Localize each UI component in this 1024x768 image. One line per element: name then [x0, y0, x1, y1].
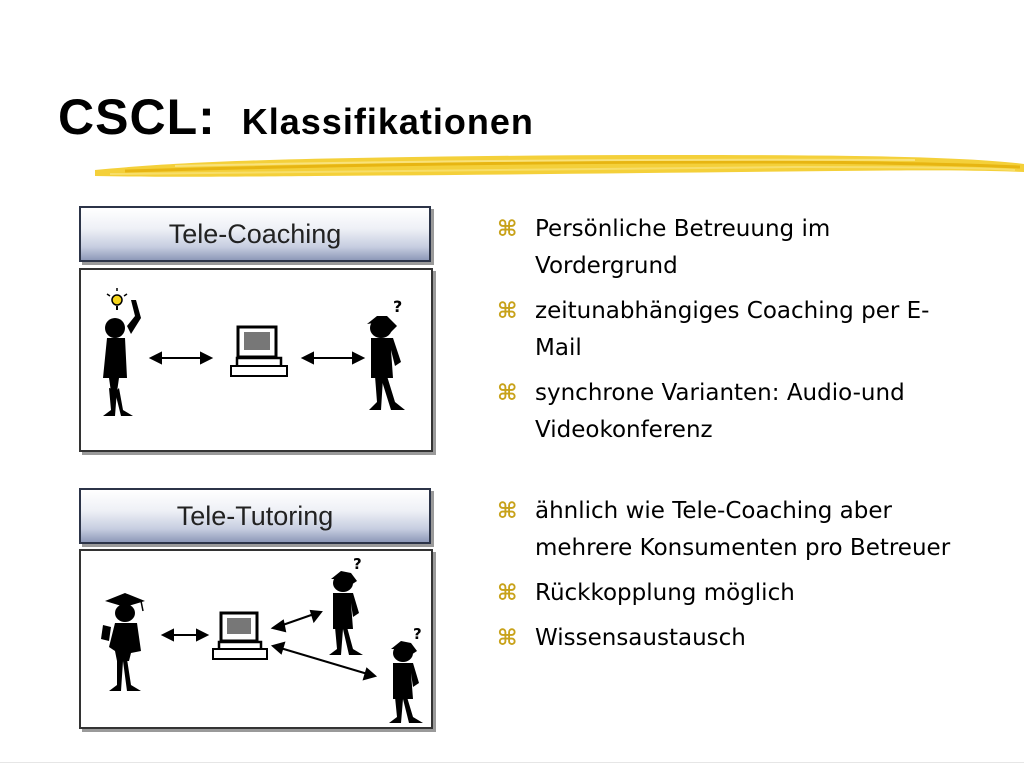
- graduation-cap-icon: [105, 593, 145, 612]
- svg-text:?: ?: [393, 297, 402, 316]
- bullet-list-tele-coaching: ⌘ Persönliche Betreuung im Vordergrund ⌘…: [497, 211, 967, 457]
- person-coach-figure: [103, 300, 141, 416]
- tele-coaching-illustration: ?: [103, 288, 405, 416]
- bullet-text: ähnlich wie Tele-Coaching aber mehrere K…: [535, 498, 951, 561]
- list-item: ⌘ synchrone Varianten: Audio-und Videoko…: [497, 375, 967, 449]
- bullet-mark-icon: ⌘: [497, 499, 518, 524]
- bullet-mark-icon: ⌘: [497, 581, 518, 606]
- person-learner-figure: [367, 316, 405, 410]
- bullet-mark-icon: ⌘: [497, 299, 518, 324]
- title-main: CSCL:: [58, 89, 216, 145]
- list-item: ⌘ Wissensaustausch: [497, 620, 967, 657]
- bullet-mark-icon: ⌘: [497, 217, 518, 242]
- bullet-text: zeitunabhängiges Coaching per E-Mail: [535, 298, 930, 361]
- bullet-text: Wissensaustausch: [535, 625, 746, 651]
- lightbulb-icon: [106, 288, 128, 310]
- bullet-mark-icon: ⌘: [497, 381, 518, 406]
- double-arrow-icon: [160, 628, 210, 642]
- list-item: ⌘ Rückkopplung möglich: [497, 575, 967, 612]
- computer-icon: [212, 611, 268, 660]
- bullet-text: synchrone Varianten: Audio-und Videokonf…: [535, 380, 905, 443]
- list-item: ⌘ Persönliche Betreuung im Vordergrund: [497, 211, 967, 285]
- bullet-text: Rückkopplung möglich: [535, 580, 795, 606]
- double-arrow-icon: [300, 351, 366, 365]
- slide-title: CSCL: Klassifikationen: [58, 88, 534, 146]
- svg-text:?: ?: [353, 555, 362, 573]
- double-arrow-icon: [270, 641, 378, 681]
- tele-tutoring-illustration: ? ?: [101, 555, 423, 723]
- panel-header-tele-tutoring: Tele-Tutoring: [79, 488, 431, 544]
- question-mark-icon: ?: [413, 625, 422, 643]
- panel-illustration-tele-tutoring: ? ?: [79, 549, 433, 729]
- footer-divider: [0, 762, 1024, 763]
- person-learner-figure: [389, 641, 423, 723]
- double-arrow-icon: [148, 351, 214, 365]
- person-learner-figure: [329, 571, 363, 655]
- list-item: ⌘ ähnlich wie Tele-Coaching aber mehrere…: [497, 493, 967, 567]
- panel-header-tele-coaching: Tele-Coaching: [79, 206, 431, 262]
- title-sub: Klassifikationen: [241, 101, 534, 142]
- svg-text:?: ?: [413, 625, 422, 643]
- bullet-list-tele-tutoring: ⌘ ähnlich wie Tele-Coaching aber mehrere…: [497, 493, 967, 665]
- computer-icon: [230, 325, 288, 377]
- bullet-text: Persönliche Betreuung im Vordergrund: [535, 216, 831, 279]
- yellow-brush-stroke: [95, 154, 1024, 177]
- person-tutor-figure: [101, 604, 141, 691]
- double-arrow-icon: [270, 609, 323, 633]
- list-item: ⌘ zeitunabhängiges Coaching per E-Mail: [497, 293, 967, 367]
- panel-illustration-tele-coaching: ?: [79, 268, 433, 452]
- question-mark-icon: ?: [353, 555, 362, 573]
- bullet-mark-icon: ⌘: [497, 626, 518, 651]
- question-mark-icon: ?: [393, 297, 402, 316]
